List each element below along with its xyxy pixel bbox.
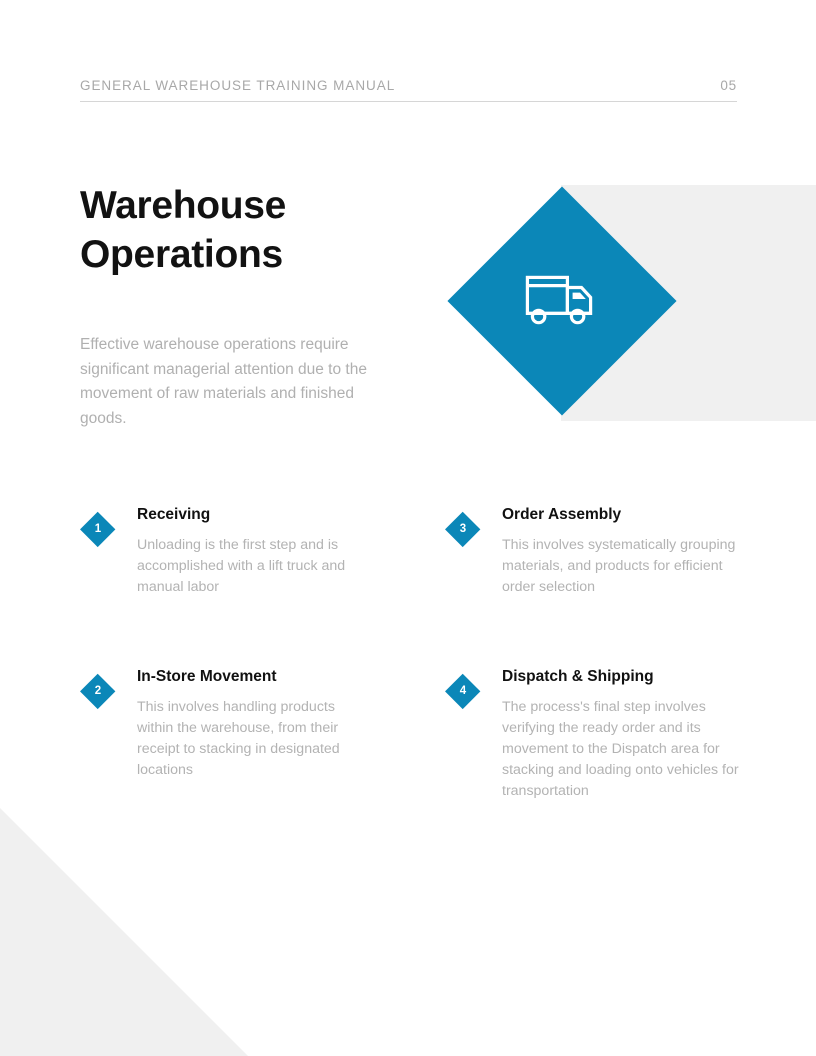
step-content: Dispatch & Shipping The process's final … [502,667,745,802]
step-item-1: 1 Receiving Unloading is the first step … [80,505,380,598]
step-number-badge: 1 [80,512,116,548]
step-title: Receiving [137,506,211,523]
hero-graphic [446,185,677,416]
step-title: In-Store Movement [137,668,277,685]
step-number-badge: 4 [445,674,481,710]
step-number-label: 2 [94,685,102,698]
step-title: Dispatch & Shipping [502,668,654,685]
page-title-line-2: Operations [80,233,283,276]
step-title: Order Assembly [502,506,622,523]
step-description: Unloading is the first step and is accom… [137,537,346,595]
step-item-3: 3 Order Assembly This involves systemati… [445,505,745,598]
step-description: This involves systematically grouping ma… [502,537,736,595]
step-content: Receiving Unloading is the first step an… [137,505,380,598]
step-number-label: 1 [94,523,102,536]
step-item-2: 2 In-Store Movement This involves handli… [80,667,380,781]
step-number-badge: 2 [80,674,116,710]
step-number-label: 3 [459,523,467,536]
step-description: The process's final step involves verify… [502,699,739,799]
corner-triangle-decoration [0,808,248,1056]
page-number: 05 [720,78,737,93]
step-content: In-Store Movement This involves handling… [137,667,380,781]
intro-paragraph: Effective warehouse operations require s… [80,336,367,427]
step-item-4: 4 Dispatch & Shipping The process's fina… [445,667,745,802]
document-header: GENERAL WAREHOUSE TRAINING MANUAL 05 [80,78,737,102]
document-header-title: GENERAL WAREHOUSE TRAINING MANUAL [80,78,396,93]
page-title: Warehouse Operations [80,181,410,279]
step-number-label: 4 [459,685,467,698]
step-content: Order Assembly This involves systematica… [502,505,745,598]
step-description: This involves handling products within t… [137,699,340,778]
page-title-line-1: Warehouse [80,184,287,227]
delivery-truck-icon [447,186,676,415]
step-number-badge: 3 [445,512,481,548]
